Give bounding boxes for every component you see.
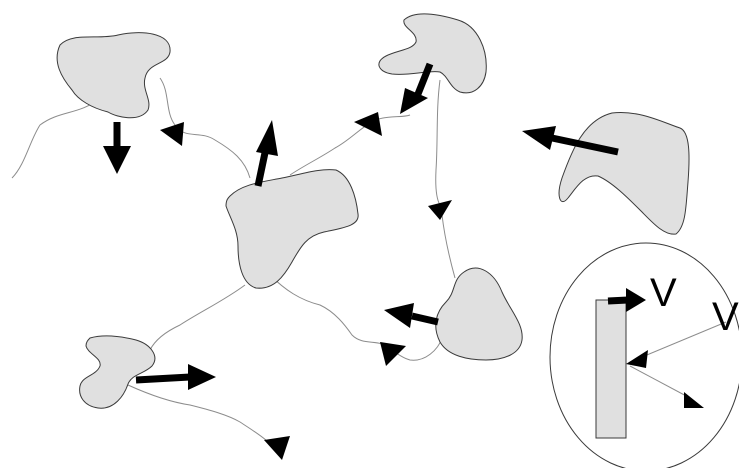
tether-right-down [441, 214, 456, 279]
inset-detail: V V [549, 242, 739, 468]
inset-outgoing-line [629, 365, 691, 399]
inset-wall [595, 299, 627, 439]
velocity-arrow-center [254, 120, 278, 187]
tether-center-to-topright [289, 114, 411, 176]
marker-triangle-5 [264, 436, 290, 460]
velocity-arrow-bottom-right [384, 303, 439, 328]
particle-top-left [56, 32, 171, 119]
tether-topleft-to-center [159, 77, 251, 179]
marker-triangle-4 [380, 342, 406, 366]
direction-markers [160, 112, 452, 460]
inset-label-partial: V [712, 295, 739, 339]
particle-right [558, 112, 690, 235]
tether-center-to-bottomleft [149, 284, 246, 351]
velocity-arrow-bottom-left [135, 364, 216, 390]
tether-center-to-right [269, 274, 443, 361]
velocity-arrow-right [522, 126, 619, 156]
marker-triangle-2 [354, 112, 382, 136]
velocity-arrow-top-right [400, 62, 434, 114]
tether-topright-to-right [435, 79, 441, 206]
particle-bottom-left [79, 335, 156, 409]
inset-outgoing-head [684, 392, 704, 408]
tether-bottomleft-tail [127, 384, 269, 443]
particle-top-right [378, 13, 487, 94]
inset-velocity-arrow [607, 288, 646, 312]
inset-label-velocity: V [650, 271, 677, 315]
inset-incoming-head [626, 350, 648, 368]
marker-triangle-3 [428, 200, 452, 220]
particle-center [225, 169, 359, 289]
velocity-arrow-top-left [103, 122, 131, 174]
velocity-arrows [103, 62, 619, 390]
particle-bottom-right [435, 267, 523, 361]
marker-triangle-1 [160, 122, 184, 146]
